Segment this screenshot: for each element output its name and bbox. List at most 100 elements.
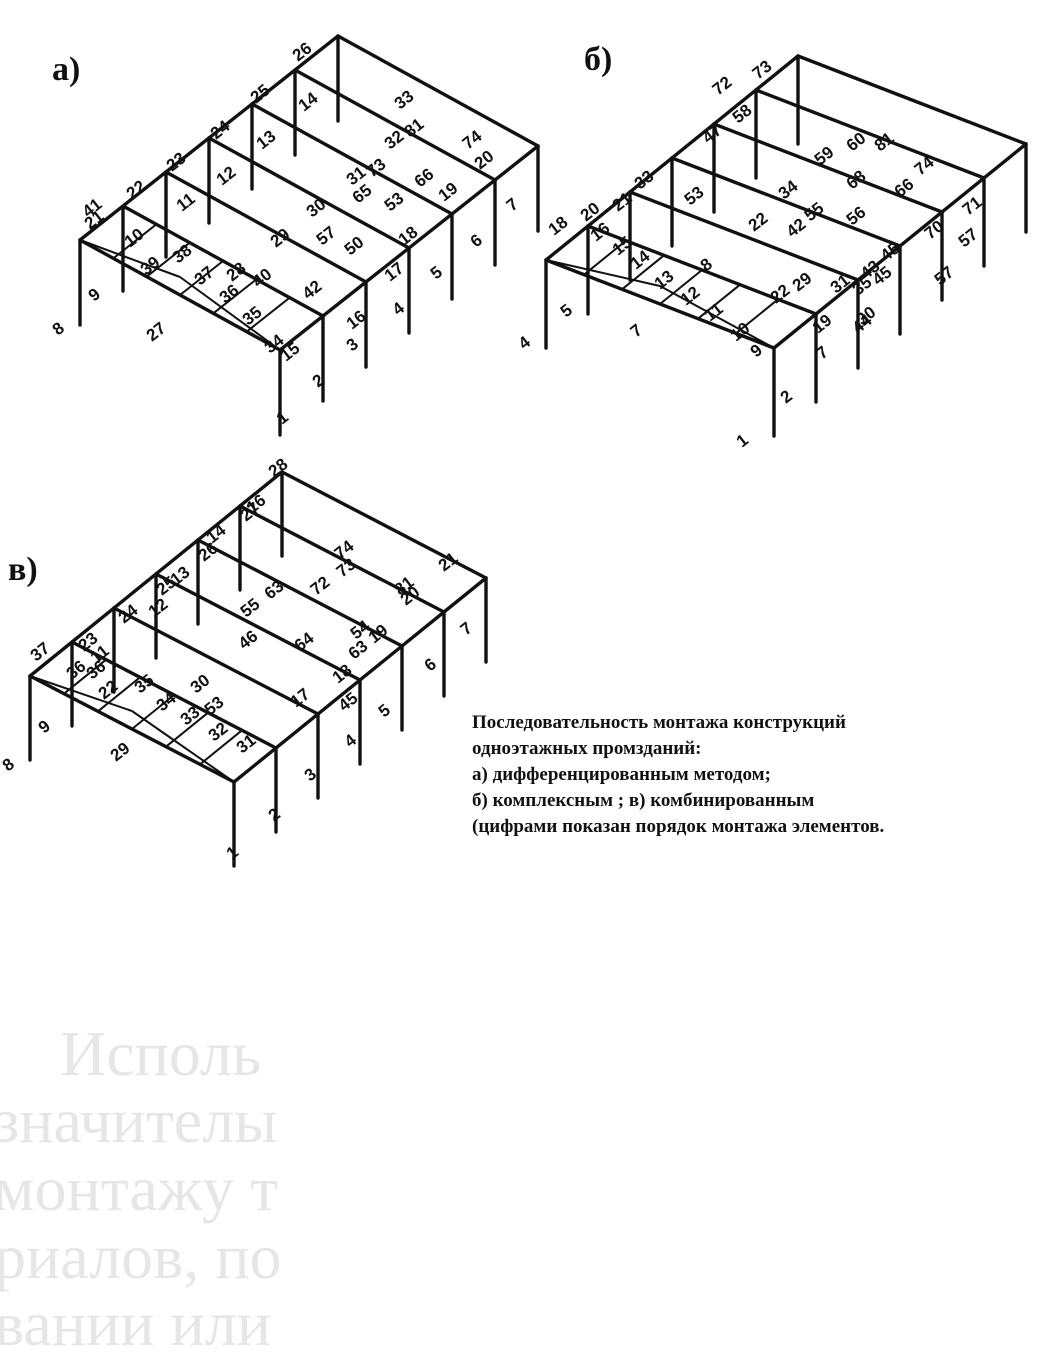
element-order-number: 19 [435, 179, 462, 206]
longitudinal-tie [232, 576, 488, 784]
element-order-number: 14 [295, 88, 322, 115]
background-text-line: значителы [0, 1085, 277, 1156]
element-order-number: 8 [49, 318, 68, 339]
slab-joint [131, 694, 175, 730]
slab-joint [735, 298, 779, 335]
slab-joint [97, 676, 141, 713]
element-order-number: 7 [457, 618, 476, 639]
roof-beam [154, 572, 362, 682]
element-order-number: 26 [289, 39, 316, 66]
element-order-number: 4 [341, 730, 361, 751]
element-order-number: 2 [265, 804, 284, 825]
roof-slab-grid [63, 658, 243, 766]
element-order-number: 64 [291, 628, 318, 655]
longitudinal-tie [28, 470, 284, 678]
truss-chord [545, 259, 661, 287]
roof-beam [670, 156, 902, 248]
panel-label: в) [8, 551, 38, 588]
element-order-number: 1 [273, 407, 292, 428]
roof-beam [754, 88, 986, 180]
truss-chord [79, 239, 181, 278]
roof-beam [112, 606, 320, 716]
element-order-number: 8 [0, 754, 18, 775]
element-order-number: 17 [287, 685, 314, 712]
slab-joint [179, 260, 224, 296]
element-order-number: 81 [871, 129, 898, 156]
element-order-number: 6 [467, 230, 486, 251]
element-order-number: 30 [303, 195, 330, 222]
element-order-number: 63 [261, 577, 288, 604]
element-order-number: 53 [381, 189, 408, 216]
element-order-number: 57 [313, 223, 340, 250]
background-text-line: Исполь [60, 1018, 261, 1089]
roof-beam [196, 538, 404, 648]
roof-beam [250, 102, 454, 216]
truss-chord [131, 710, 235, 783]
element-order-number: 66 [891, 175, 918, 202]
gable-truss [29, 675, 235, 783]
caption-line: Последовательность монтажа конструкций [472, 712, 846, 733]
element-order-number: 68 [843, 167, 870, 194]
element-order-number: 74 [331, 536, 358, 563]
roof-beam [796, 54, 1028, 146]
element-order-number: 22 [123, 177, 150, 204]
caption-line: а) дифференцированным методом; [472, 764, 771, 785]
element-order-number: 28 [265, 455, 292, 482]
element-order-number: 13 [253, 127, 280, 154]
element-order-number: 7 [627, 320, 646, 341]
element-order-number: 53 [681, 183, 708, 210]
truss-chord [659, 285, 775, 349]
slab-joint [659, 269, 703, 305]
element-order-number: 11 [173, 189, 199, 215]
element-order-number: 34 [153, 688, 180, 715]
element-order-number: 42 [299, 277, 326, 304]
element-order-number: 74 [911, 152, 938, 179]
element-order-number: 45 [335, 689, 362, 716]
element-order-number: 4 [389, 298, 409, 319]
slab-joint [697, 283, 741, 320]
gable-truss [545, 259, 775, 349]
element-order-number: 29 [789, 269, 816, 296]
element-order-number: 12 [145, 595, 172, 622]
roof-beam [207, 136, 411, 250]
element-order-number: 13 [651, 267, 678, 294]
element-order-number: 47 [699, 121, 726, 148]
gable-truss [79, 239, 281, 351]
element-order-number: 57 [955, 225, 982, 252]
element-order-number: 3 [343, 334, 362, 355]
element-order-number: 63 [345, 637, 372, 664]
roof-beam [293, 68, 497, 182]
roof-slab-grid [583, 239, 779, 335]
panel-label: б) [584, 41, 612, 78]
longitudinal-tie [278, 144, 540, 352]
element-order-number: 10 [121, 225, 148, 252]
element-order-number: 55 [801, 199, 828, 226]
slab-joint [246, 296, 291, 333]
roof-beam [238, 504, 446, 614]
element-order-number: 35 [239, 303, 266, 330]
element-order-number: 1 [223, 842, 242, 863]
element-order-number: 5 [427, 262, 446, 283]
caption-line: одноэтажных промзданий: [472, 738, 702, 759]
panel-a-differentiated-method: а)12345678910111213141516171819202122232… [49, 34, 540, 437]
element-order-number: 37 [191, 263, 218, 290]
element-order-number: 2 [777, 386, 796, 407]
truss-chord [179, 276, 281, 351]
slab-joint [212, 278, 257, 315]
roof-beam [336, 34, 540, 148]
element-order-number: 30 [187, 671, 214, 698]
element-order-number: 12 [213, 163, 240, 190]
longitudinal-tie [78, 34, 340, 242]
caption-line: (цифрами показан порядок монтажа элемент… [472, 816, 885, 837]
element-order-number: 58 [729, 101, 756, 128]
slab-joint [63, 658, 107, 695]
slab-joint [199, 729, 243, 766]
panel-v-combined-method: в)12345678911121314161718192021222324252… [0, 455, 488, 868]
element-order-number: 18 [545, 213, 572, 240]
element-order-number: 59 [811, 143, 838, 170]
background-text-line: вании или [0, 1288, 271, 1359]
slab-joint [621, 254, 665, 291]
element-order-number: 57 [931, 263, 958, 290]
longitudinal-tie [544, 54, 800, 262]
